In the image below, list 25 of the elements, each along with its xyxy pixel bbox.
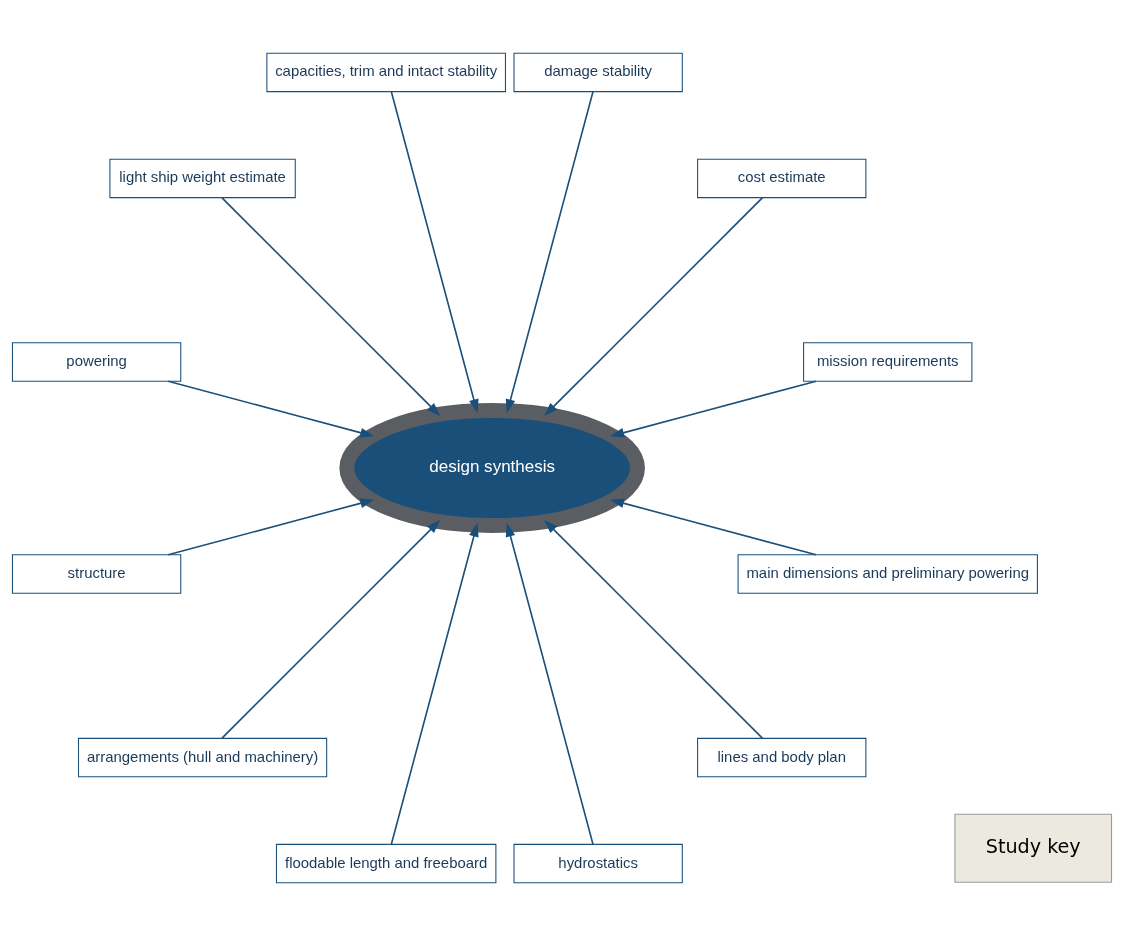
node-box: cost estimate <box>697 158 867 199</box>
node-box: lines and body plan <box>697 737 867 778</box>
node-box: floodable length and freeboard <box>275 843 497 884</box>
arrow <box>505 91 594 414</box>
arrow <box>167 498 375 556</box>
node-box: capacities, trim and intact stability <box>266 52 506 93</box>
arrow <box>543 519 764 739</box>
node-box: light ship weight estimate <box>109 158 296 199</box>
node-box: main dimensions and preliminary powering <box>737 554 1038 594</box>
node-box: damage stability <box>513 52 683 93</box>
node-box: mission requirements <box>803 342 973 382</box>
arrow <box>390 91 479 414</box>
arrow <box>390 522 479 845</box>
arrow <box>505 522 594 845</box>
node-box: structure <box>11 554 182 594</box>
arrow <box>221 197 441 417</box>
arrow <box>543 197 764 417</box>
node-box: Study key <box>954 813 1113 883</box>
arrow <box>221 519 441 739</box>
node-box: arrangements (hull and machinery) <box>77 737 328 778</box>
node-box: powering <box>11 342 182 382</box>
node-box: hydrostatics <box>513 843 683 884</box>
arrow <box>167 380 375 438</box>
arrow <box>610 380 817 438</box>
arrow <box>610 498 817 556</box>
